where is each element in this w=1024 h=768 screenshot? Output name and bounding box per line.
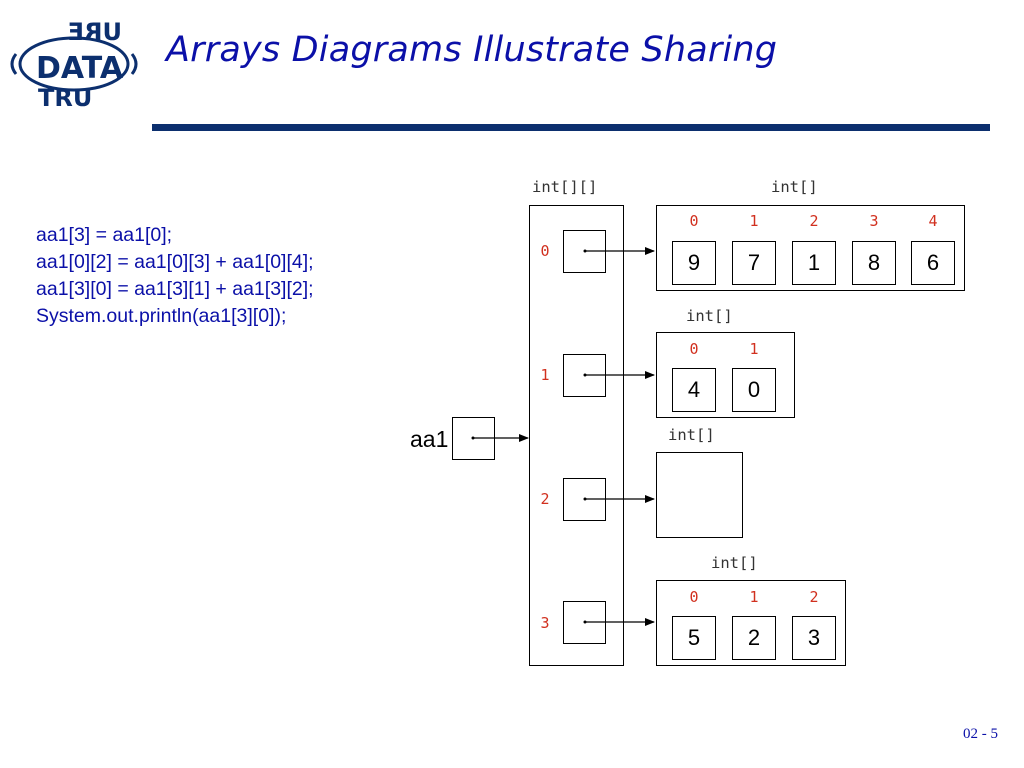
outer-array-type-label: int[][] <box>532 178 598 196</box>
outer-index: 0 <box>540 242 550 260</box>
array-index: 4 <box>928 212 938 230</box>
outer-index: 1 <box>540 366 550 384</box>
array-index: 3 <box>869 212 879 230</box>
array-index: 2 <box>809 588 819 606</box>
code-line: aa1[3][0] = aa1[3][1] + aa1[3][2]; <box>36 278 314 300</box>
array-cell: 9 <box>672 241 716 285</box>
array-cell: 0 <box>732 368 776 412</box>
reference-dot <box>471 436 475 440</box>
data-structures-logo-icon: URE DATA TRU <box>10 18 138 110</box>
code-line: System.out.println(aa1[3][0]); <box>36 305 287 327</box>
logo-text: DATA <box>36 51 124 86</box>
int-array-empty <box>656 452 743 538</box>
array-type-label: int[] <box>686 307 733 325</box>
outer-index: 2 <box>540 490 550 508</box>
array-cell: 7 <box>732 241 776 285</box>
array-cell: 1 <box>792 241 836 285</box>
code-line: aa1[3] = aa1[0]; <box>36 224 173 246</box>
reference-dot <box>583 249 587 253</box>
code-line: aa1[0][2] = aa1[0][3] + aa1[0][4]; <box>36 251 314 273</box>
array-index: 1 <box>749 588 759 606</box>
reference-dot <box>583 620 587 624</box>
array-cell: 6 <box>911 241 955 285</box>
variable-label: aa1 <box>410 426 449 452</box>
outer-index: 3 <box>540 614 550 632</box>
array-cell: 5 <box>672 616 716 660</box>
array-index: 2 <box>809 212 819 230</box>
svg-text:URE: URE <box>68 18 122 46</box>
array-index: 0 <box>689 588 699 606</box>
array-index: 1 <box>749 212 759 230</box>
array-index: 0 <box>689 212 699 230</box>
array-type-label: int[] <box>668 426 715 444</box>
reference-dot <box>583 497 587 501</box>
array-index: 0 <box>689 340 699 358</box>
array-cell: 8 <box>852 241 896 285</box>
array-type-label: int[] <box>771 178 818 196</box>
code-block: aa1[3] = aa1[0]; aa1[0][2] = aa1[0][3] +… <box>36 222 314 330</box>
page-title: Arrays Diagrams Illustrate Sharing <box>166 30 778 70</box>
array-cell: 4 <box>672 368 716 412</box>
array-type-label: int[] <box>711 554 758 572</box>
array-cell: 2 <box>732 616 776 660</box>
page-number: 02 - 5 <box>963 726 998 742</box>
array-cell: 3 <box>792 616 836 660</box>
svg-text:TRU: TRU <box>38 84 92 110</box>
reference-dot <box>583 373 587 377</box>
outer-array <box>529 205 624 666</box>
array-index: 1 <box>749 340 759 358</box>
title-underline <box>152 124 990 131</box>
